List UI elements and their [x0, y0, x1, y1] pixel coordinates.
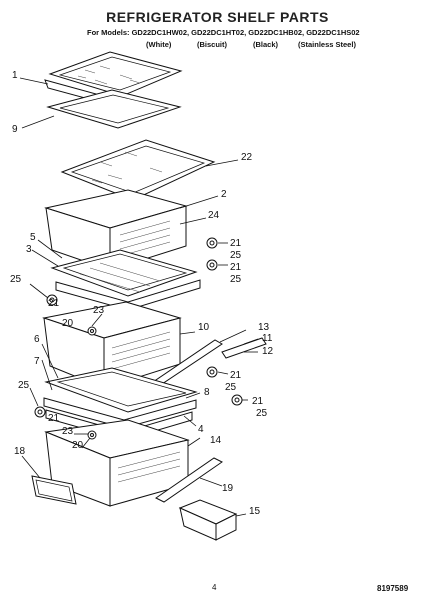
callout-14: 14 [210, 435, 222, 446]
callout-25-c: 25 [10, 274, 22, 285]
callout-2: 2 [221, 189, 227, 200]
callout-4: 4 [198, 424, 204, 435]
callout-13: 13 [258, 322, 270, 333]
middle-crisper-pan [42, 301, 182, 389]
callout-5: 5 [30, 232, 36, 243]
label-card [31, 475, 77, 505]
callout-21-d: 21 [230, 370, 242, 381]
callout-numbers: 1 9 22 2 24 5 3 21 25 21 25 25 21 23 20 … [10, 70, 274, 517]
callout-9: 9 [12, 124, 18, 135]
callout-6: 6 [34, 334, 40, 345]
callout-25-e: 25 [256, 408, 268, 419]
callout-7: 7 [34, 356, 40, 367]
color-white: (White) [146, 40, 172, 49]
color-biscuit: (Biscuit) [197, 40, 227, 49]
callout-10: 10 [198, 322, 210, 333]
callout-21-e: 21 [252, 396, 264, 407]
callout-24: 24 [208, 210, 220, 221]
callout-15: 15 [249, 506, 261, 517]
fastener-screws [34, 237, 243, 440]
callout-20-b: 20 [72, 440, 84, 451]
diagram-title: REFRIGERATOR SHELF PARTS [106, 9, 329, 25]
callout-18: 18 [14, 446, 26, 457]
callout-25-d: 25 [225, 382, 237, 393]
color-stainless-steel: (Stainless Steel) [298, 40, 356, 49]
color-black: (Black) [253, 40, 279, 49]
callout-23-a: 23 [93, 305, 105, 316]
callout-21-a: 21 [230, 238, 242, 249]
callout-22: 22 [241, 152, 253, 163]
models-line: For Models: GD22DC1HW02, GD22DC1HT02, GD… [87, 28, 360, 37]
callout-8: 8 [204, 387, 210, 398]
trim-rod [155, 457, 223, 503]
glass-shelf-insert [60, 139, 216, 201]
callout-19: 19 [222, 483, 234, 494]
callout-21-c: 21 [48, 298, 60, 309]
callout-23-b: 23 [62, 426, 74, 437]
callout-20-a: 20 [62, 318, 74, 329]
callout-1: 1 [12, 70, 18, 81]
shelf-frame [46, 89, 182, 129]
callout-25-b: 25 [230, 274, 242, 285]
small-bin [178, 499, 238, 541]
callout-25-a: 25 [230, 250, 242, 261]
leader-lines [19, 77, 259, 517]
document-number: 8197589 [377, 584, 409, 593]
callout-11: 11 [262, 333, 273, 344]
page-number: 4 [212, 583, 217, 592]
callout-3: 3 [26, 244, 32, 255]
upper-crisper-frame [50, 249, 201, 311]
callout-25-f: 25 [18, 380, 30, 391]
callout-21-b: 21 [230, 262, 242, 273]
callout-12: 12 [262, 346, 274, 357]
callout-21-f: 21 [48, 413, 60, 424]
